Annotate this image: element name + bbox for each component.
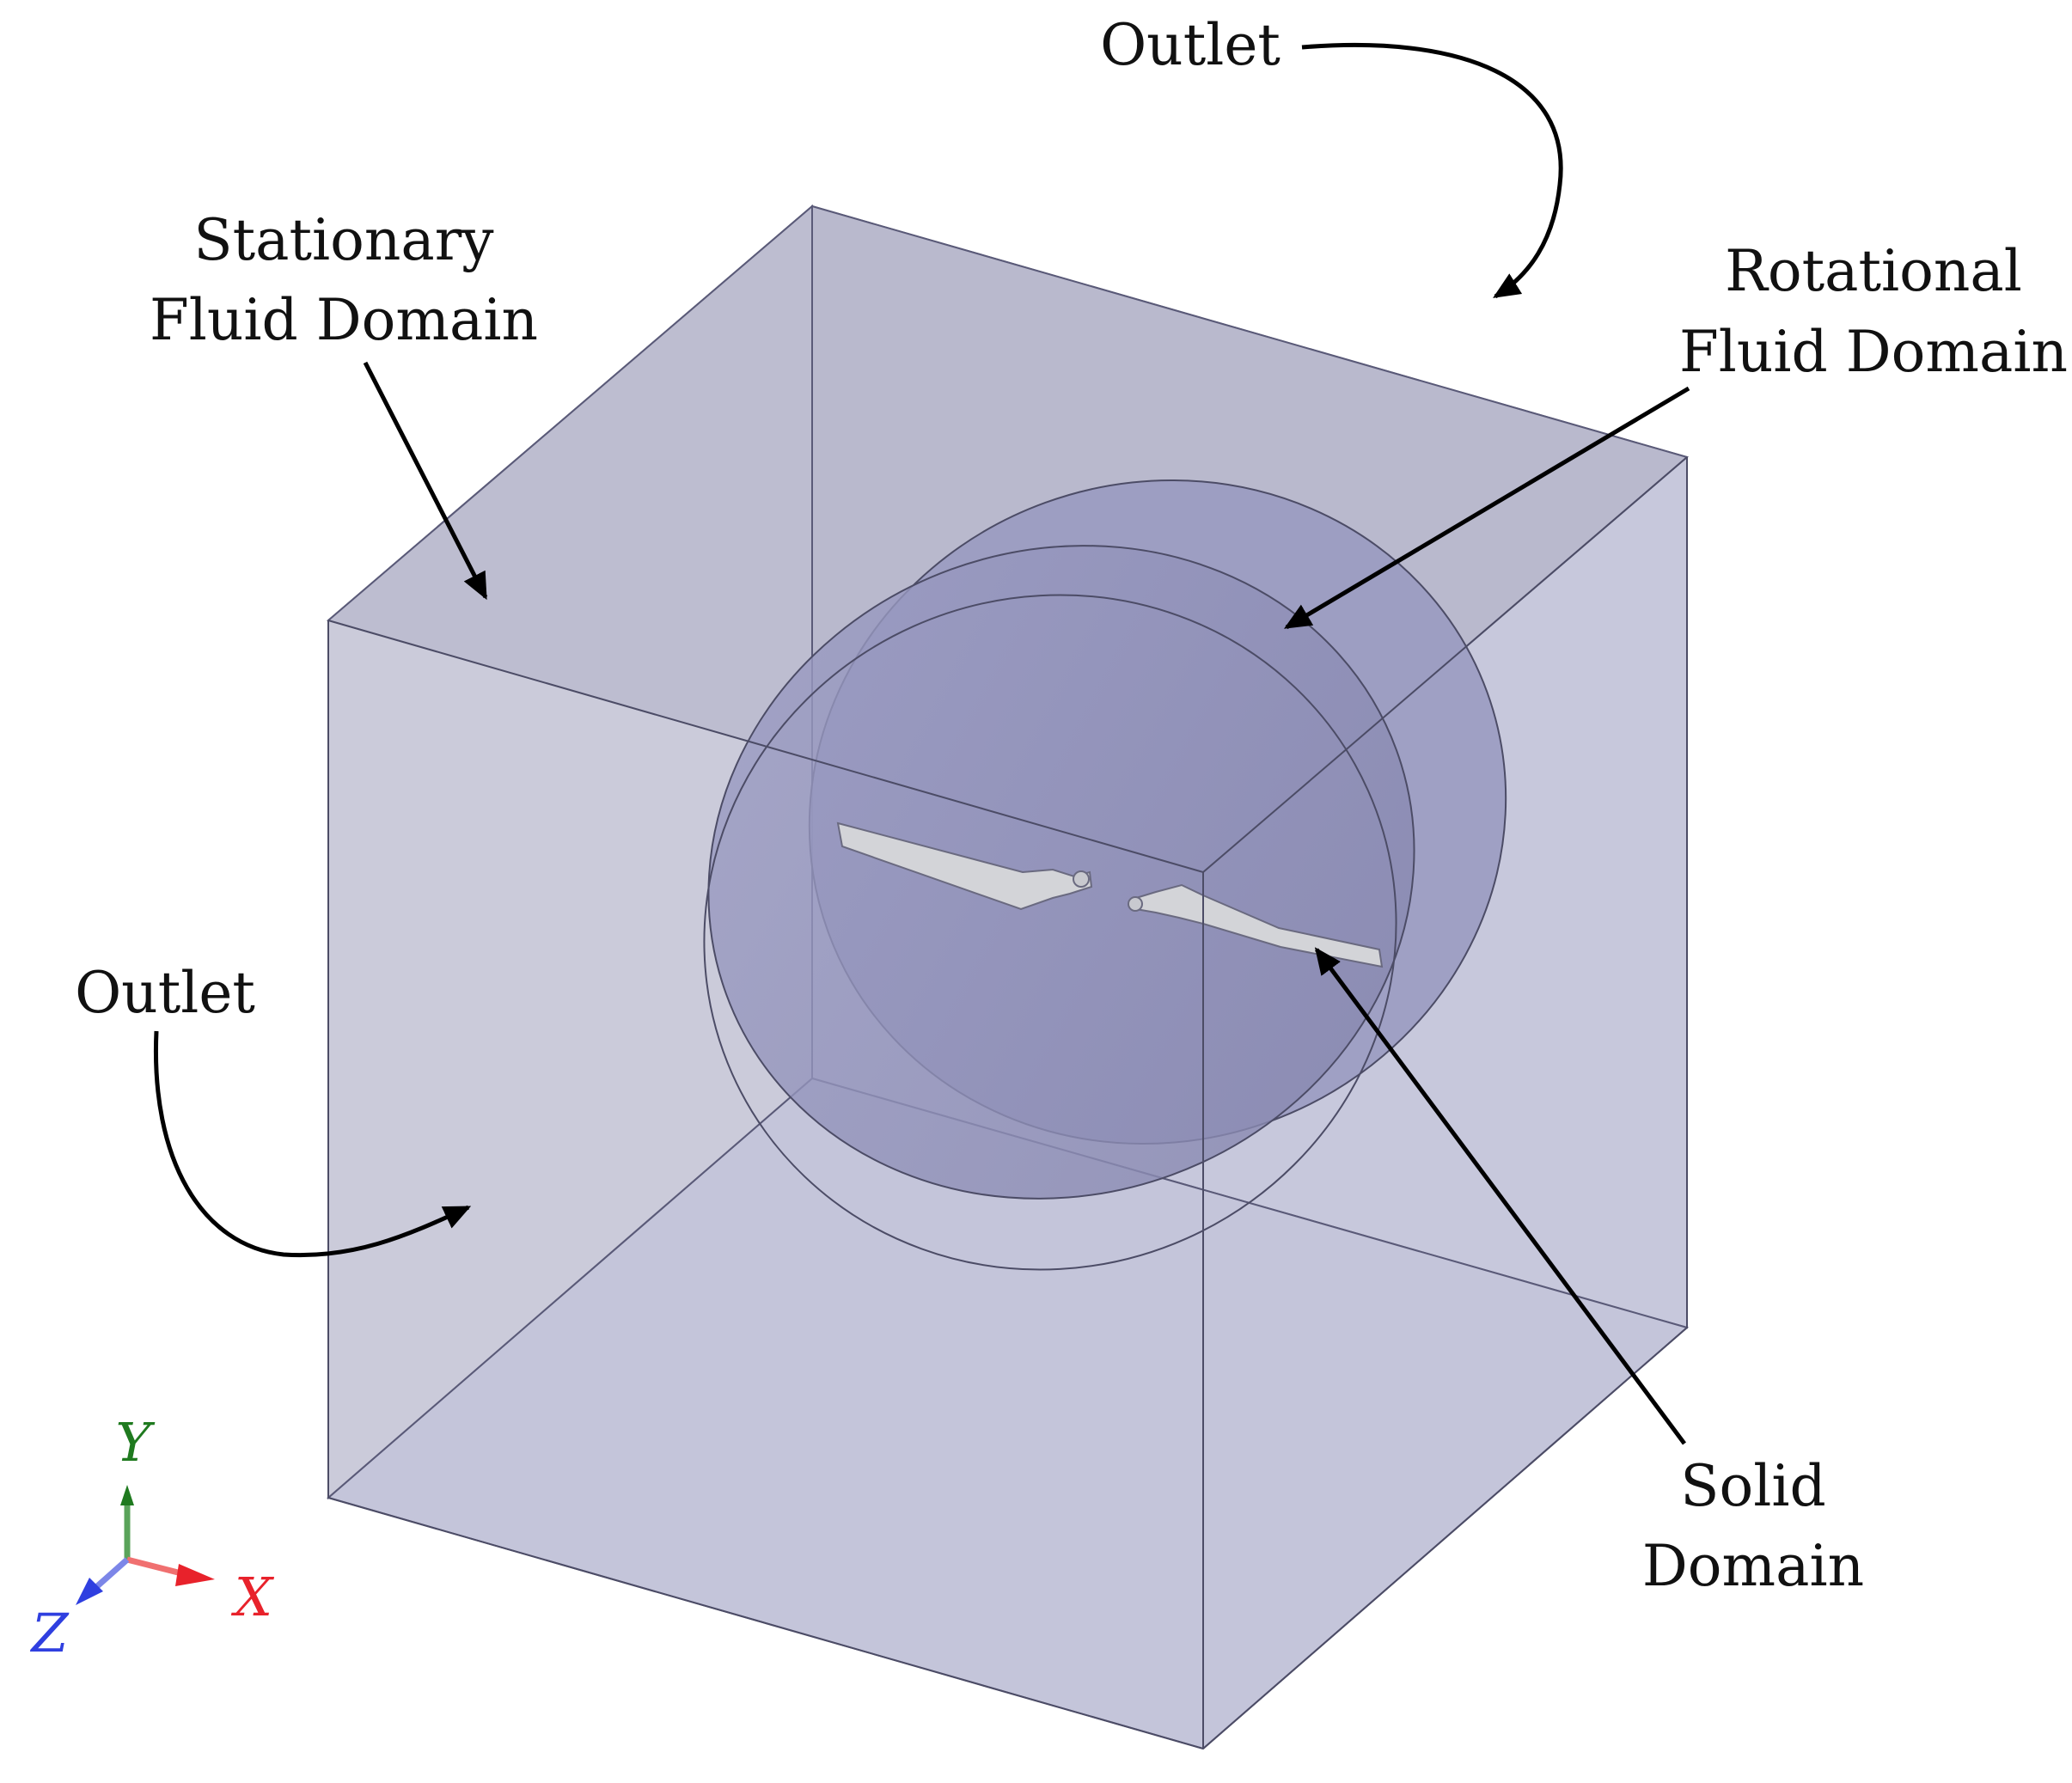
x-axis-label: X xyxy=(231,1566,275,1628)
rotational-domain-label-line2: Fluid Domain xyxy=(1679,319,2068,385)
rotational-domain-arrow xyxy=(1283,386,1690,630)
annotation-arrows xyxy=(153,43,1690,1445)
box-front-edge-bottom xyxy=(327,1497,1204,1749)
stationary-domain-label-line1: Stationary xyxy=(193,207,494,273)
disc-front-rim xyxy=(703,594,1397,1271)
outlet-left-arrow xyxy=(153,1030,472,1258)
box-front-edges xyxy=(327,456,1688,1749)
domain-labels: Outlet Stationary Fluid Domain Rotationa… xyxy=(75,12,2068,1599)
stationary-domain-label-line2: Fluid Domain xyxy=(150,287,538,353)
rotor-hub-left xyxy=(1073,870,1090,888)
y-axis-label: Y xyxy=(116,1411,156,1474)
stationary-domain-arrow xyxy=(363,361,488,601)
rotational-domain-label-line1: Rotational xyxy=(1725,238,2022,304)
y-axis-arrowhead xyxy=(120,1485,134,1505)
rotor-blade-right xyxy=(1135,883,1384,968)
rotor-blade-left xyxy=(836,821,1093,911)
rotor-hub-right xyxy=(1128,896,1143,912)
box-front-edge-right xyxy=(1202,457,1688,1749)
z-axis-arrowhead xyxy=(76,1578,103,1605)
z-axis-line xyxy=(94,1557,130,1590)
x-axis-arrowhead xyxy=(175,1564,215,1586)
x-axis-line xyxy=(126,1556,186,1578)
coordinate-triad: Y X Z xyxy=(29,1411,274,1664)
solid-domain-label-line2: Domain xyxy=(1642,1533,1864,1599)
solid-domain-label-line1: Solid xyxy=(1680,1453,1825,1519)
solid-domain-rotor xyxy=(836,821,1384,968)
outlet-top-label: Outlet xyxy=(1100,12,1280,78)
solid-domain-arrow xyxy=(1314,947,1687,1445)
z-axis-label: Z xyxy=(29,1602,69,1664)
outlet-top-arrow xyxy=(1301,43,1563,299)
outlet-left-label: Outlet xyxy=(75,960,255,1026)
